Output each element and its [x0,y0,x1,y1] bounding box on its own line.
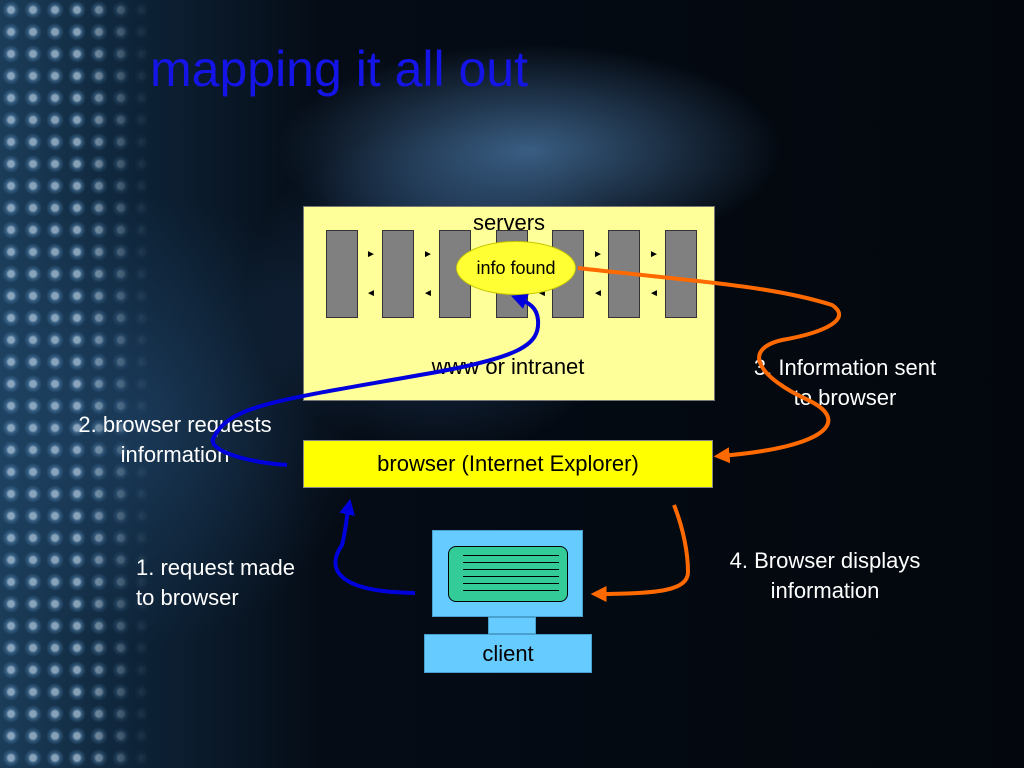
step1-line1: 1. request made [136,555,295,580]
server-box [608,230,640,318]
info-found-label: info found [476,257,556,278]
step2-line2: information [120,442,230,467]
network-label: www or intranet [431,354,585,379]
step3-line1: 3. Information sent [753,355,937,380]
right-arrow-icon: ► [423,249,433,260]
step2-caption: 2. browser requests information [58,410,292,470]
monitor-stand [488,617,536,634]
step3-line2: to browser [793,385,897,410]
browser-label: browser (Internet Explorer) [377,451,639,476]
left-arrow-icon: ◄ [366,288,376,299]
step1-caption: 1. request made to browser [136,553,295,613]
step3-caption: 3. Information sent to browser [736,353,954,413]
client-monitor [432,530,583,617]
left-arrow-icon: ◄ [649,288,659,299]
monitor-screen [448,546,568,602]
right-arrow-icon: ► [366,249,376,260]
server-box [382,230,414,318]
slide-title: mapping it all out [150,41,529,97]
browser-panel: browser (Internet Explorer) [303,440,713,488]
step4-line2: information [770,578,880,603]
step1-line2: to browser [136,585,239,610]
client-label: client [482,640,534,666]
server-box [326,230,358,318]
step2-line1: 2. browser requests [78,412,272,437]
left-arrow-icon: ◄ [537,288,547,299]
step4-caption: 4. Browser displays information [712,546,938,606]
right-arrow-icon: ► [593,249,603,260]
left-arrow-icon: ◄ [423,288,433,299]
server-box [665,230,697,318]
background-texture [0,0,150,768]
client-base: client [424,634,592,673]
step4-line1: 4. Browser displays [729,548,921,573]
info-found-bubble: info found [456,241,576,295]
left-arrow-icon: ◄ [593,288,603,299]
right-arrow-icon: ► [649,249,659,260]
